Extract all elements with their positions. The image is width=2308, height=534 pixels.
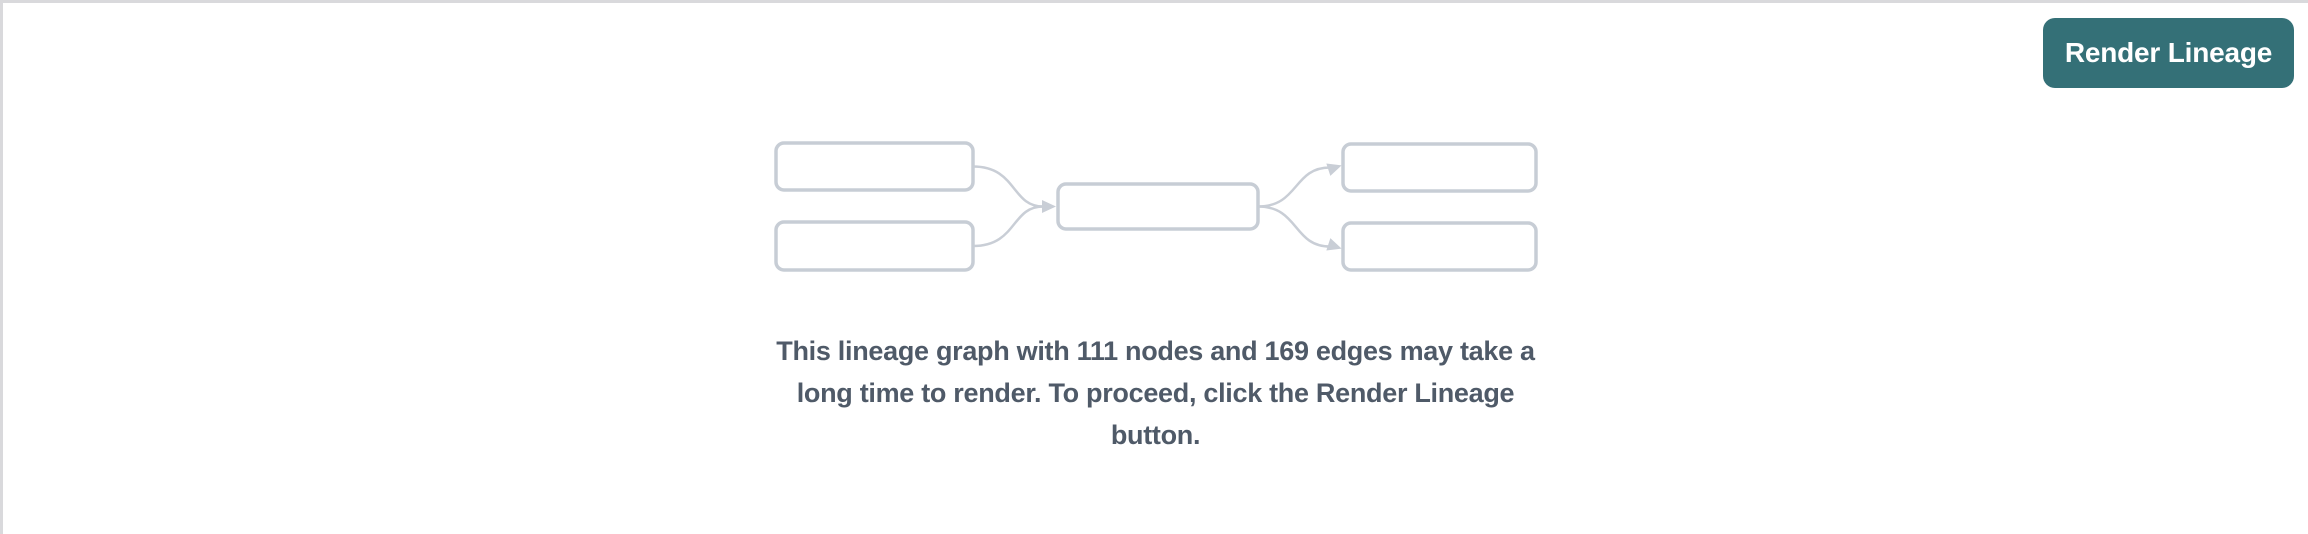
preview-node — [773, 220, 975, 272]
preview-node — [1340, 221, 1538, 272]
lineage-preview-diagram — [773, 141, 1538, 272]
arrowhead-icon — [1325, 238, 1342, 251]
render-lineage-button[interactable]: Render Lineage — [2043, 18, 2294, 88]
preview-edge — [1256, 205, 1331, 248]
preview-edge — [1256, 166, 1331, 208]
lineage-placeholder: This lineage graph with 111 nodes and 16… — [756, 139, 1556, 456]
preview-node — [1340, 142, 1538, 193]
arrowhead-icon — [1041, 200, 1056, 213]
arrowhead-icon — [1325, 163, 1342, 176]
preview-node — [773, 141, 975, 192]
preview-edge — [971, 165, 1044, 208]
lineage-warning-message: This lineage graph with 111 nodes and 16… — [776, 336, 1535, 450]
preview-edge — [971, 205, 1044, 248]
preview-node — [1055, 182, 1260, 231]
